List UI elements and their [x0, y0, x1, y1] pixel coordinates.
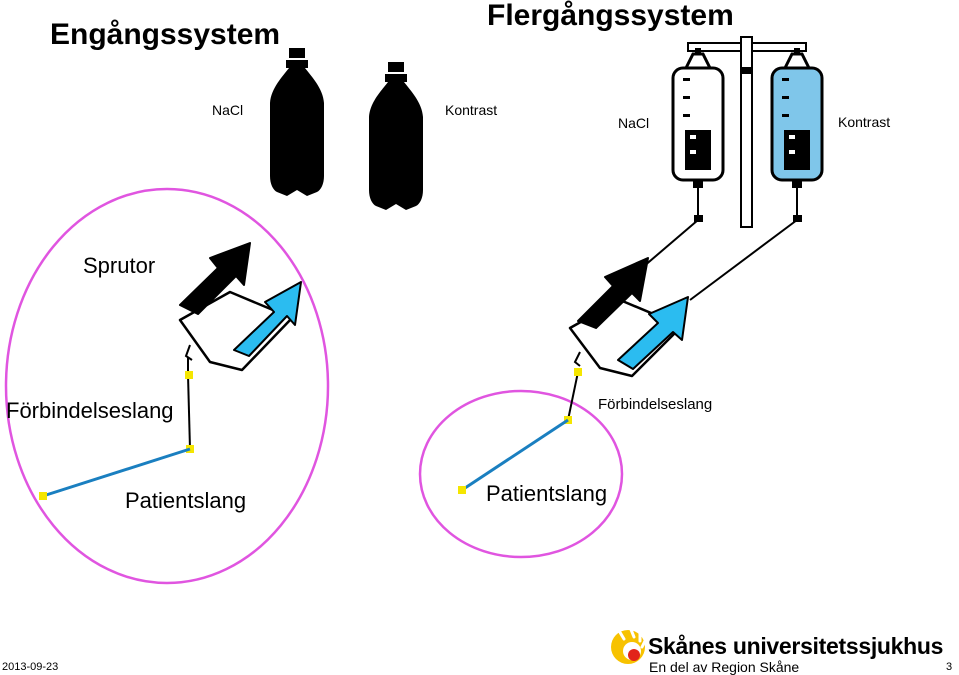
syringe-body-left [178, 290, 294, 372]
brand-subtitle: En del av Region Skåne [649, 659, 800, 675]
nacl-label-left: NaCl [212, 102, 244, 118]
region-skane-logo-icon [611, 625, 648, 664]
connection-tube-right [567, 371, 579, 421]
footer-date: 2013-09-23 [2, 661, 59, 673]
contrast-bag-icon [770, 46, 824, 224]
contrast-label-left: Kontrast [445, 102, 498, 118]
syringes-label: Sprutor [83, 253, 156, 278]
contrast-syringe-black-right [577, 257, 649, 329]
connector-right-end [458, 486, 466, 494]
contrast-feed-line [689, 219, 798, 301]
syringe-pair-left [178, 242, 302, 375]
connector-left-top [185, 371, 193, 379]
nacl-syringe-cyan [233, 281, 302, 357]
footer-page-number: 3 [946, 661, 953, 673]
nacl-bag-icon [671, 46, 725, 224]
syringe-pair-right [568, 219, 798, 378]
contrast-label-right: Kontrast [838, 114, 891, 130]
title-single-use-system: Engångssystem [50, 18, 281, 51]
patient-tube-label-left: Patientslang [125, 488, 247, 513]
patient-tube-right [461, 418, 569, 492]
syringe-nozzle-left [184, 344, 193, 361]
contrast-bottle-icon [369, 62, 423, 210]
connector-right-top [574, 368, 582, 376]
patient-tube-label-right: Patientslang [486, 481, 608, 506]
title-multi-use-system: Flergångssystem [487, 0, 734, 32]
nacl-syringe-cyan-right [617, 296, 689, 370]
syringe-assembly-circle [4, 187, 330, 585]
nacl-bottle-icon [270, 48, 324, 196]
connection-tube-label-left: Förbindelseslang [6, 398, 174, 423]
brand-name: Skånes universitetssjukhus [648, 633, 944, 659]
contrast-syringe-black [179, 242, 251, 315]
nacl-label-right: NaCl [618, 115, 650, 131]
connector-left-end [39, 492, 47, 500]
patient-tube-circle [418, 389, 624, 559]
patient-tube-left [42, 447, 191, 498]
syringe-nozzle-right [573, 351, 581, 367]
iv-stand-icon [687, 36, 807, 228]
connection-tube-left [187, 374, 191, 450]
connection-tube-label-right: Förbindelseslang [598, 396, 713, 413]
